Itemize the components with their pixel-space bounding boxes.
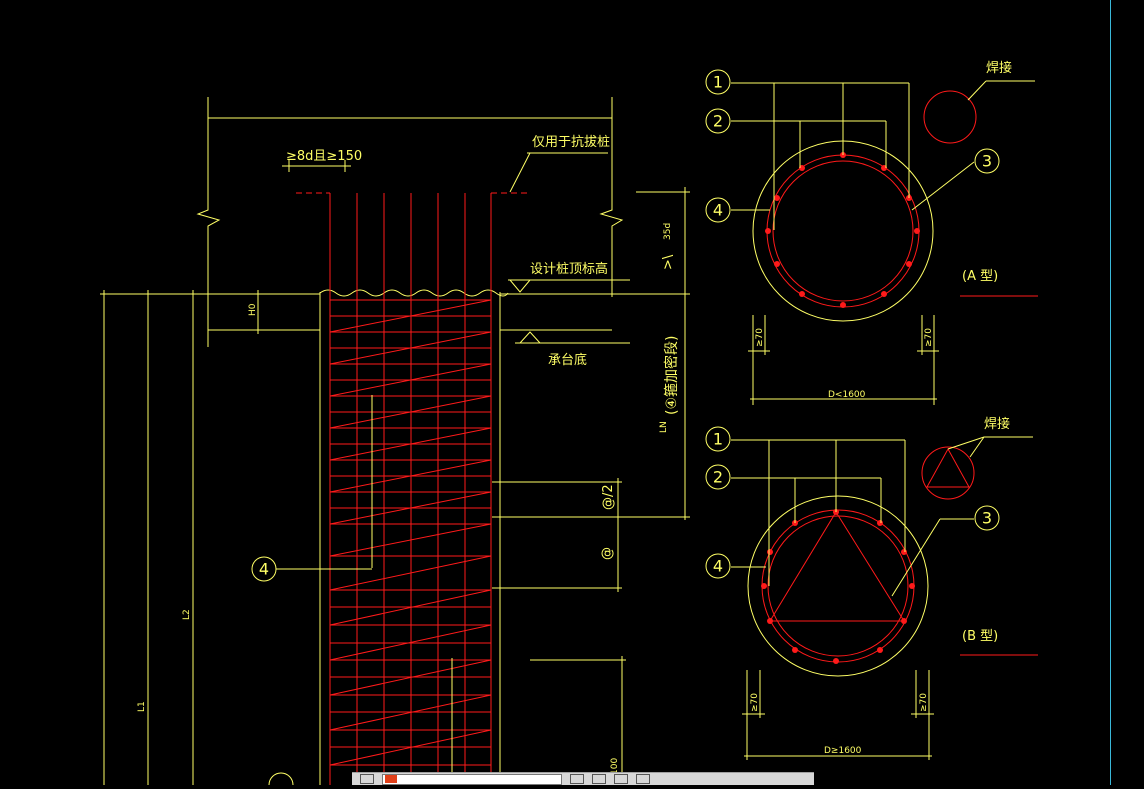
- layer-dropdown[interactable]: [382, 773, 562, 785]
- section-b: 1 2 3 4 焊接 (B 型) ≥70 ≥70 D≥1600: [705, 416, 1038, 760]
- a-dim-d: D<1600: [828, 390, 866, 400]
- b-marker-2: 2: [713, 468, 723, 487]
- dim-l2: L2: [182, 609, 192, 620]
- a-dim-70-left: ≥70: [755, 328, 765, 347]
- type-b: (B 型): [962, 629, 998, 644]
- pencil-icon[interactable]: [570, 774, 584, 784]
- pile-outline: [296, 192, 527, 785]
- stiffened-zone: (④箍加密段): [663, 336, 680, 415]
- b-dim-70-right: ≥70: [919, 693, 929, 712]
- a-marker-1: 1: [713, 73, 723, 92]
- section-a: 1 2 3 4 焊接 (A 型) ≥70 ≥70 D<1600: [705, 60, 1038, 405]
- b-marker-4: 4: [713, 557, 723, 576]
- pile-cage: [329, 292, 492, 785]
- a-marker-3: 3: [982, 152, 992, 171]
- b-marker-3: 3: [982, 509, 992, 528]
- dim-100: 100: [610, 758, 620, 775]
- dim-ln: LN: [659, 421, 669, 433]
- pile-cap-outline: H0: [196, 97, 630, 347]
- bottom-toolbar: [352, 772, 814, 785]
- a-dim-70-right: ≥70: [924, 328, 934, 347]
- top-annotations: ≥8d且≥150 仅用于抗拔桩 设计桩顶标高 承台底: [282, 135, 630, 368]
- dim-gt: >\: [661, 254, 676, 270]
- left-dimensions: L2 L1: [100, 290, 453, 785]
- uplift-note: 仅用于抗拔桩: [532, 135, 610, 150]
- type-a: (A 型): [962, 269, 998, 284]
- print-icon[interactable]: [636, 774, 650, 784]
- pile-top-elevation: 设计桩顶标高: [530, 261, 608, 277]
- dim-l1: L1: [137, 701, 147, 712]
- elevation-marker-4: 4: [251, 556, 372, 789]
- a-marker-2: 2: [713, 112, 723, 131]
- a-marker-4: 4: [713, 201, 723, 220]
- dim-h0: H0: [248, 303, 258, 316]
- cap-bottom-label: 承台底: [548, 352, 587, 368]
- dim-35d: 35d: [663, 223, 673, 240]
- copy-icon[interactable]: [614, 774, 628, 784]
- layer-icon[interactable]: [360, 774, 374, 784]
- b-dim-d: D≥1600: [824, 746, 862, 756]
- b-marker-1: 1: [713, 430, 723, 449]
- spacing-full: @: [600, 547, 615, 560]
- marker-4-label: 4: [259, 560, 269, 579]
- pointer-icon[interactable]: [592, 774, 606, 784]
- spacing-half: @/2: [601, 484, 616, 510]
- weld-b: 焊接: [984, 416, 1010, 432]
- layer-color-swatch: [385, 775, 397, 783]
- viewport-edge-line: [1110, 0, 1111, 785]
- b-dim-70-left: ≥70: [750, 693, 760, 712]
- elevation-right-dims: 35d >\ (④箍加密段) LN @/2 @ 100: [492, 187, 690, 785]
- weld-a: 焊接: [986, 60, 1012, 76]
- spacing-note: ≥8d且≥150: [286, 149, 362, 164]
